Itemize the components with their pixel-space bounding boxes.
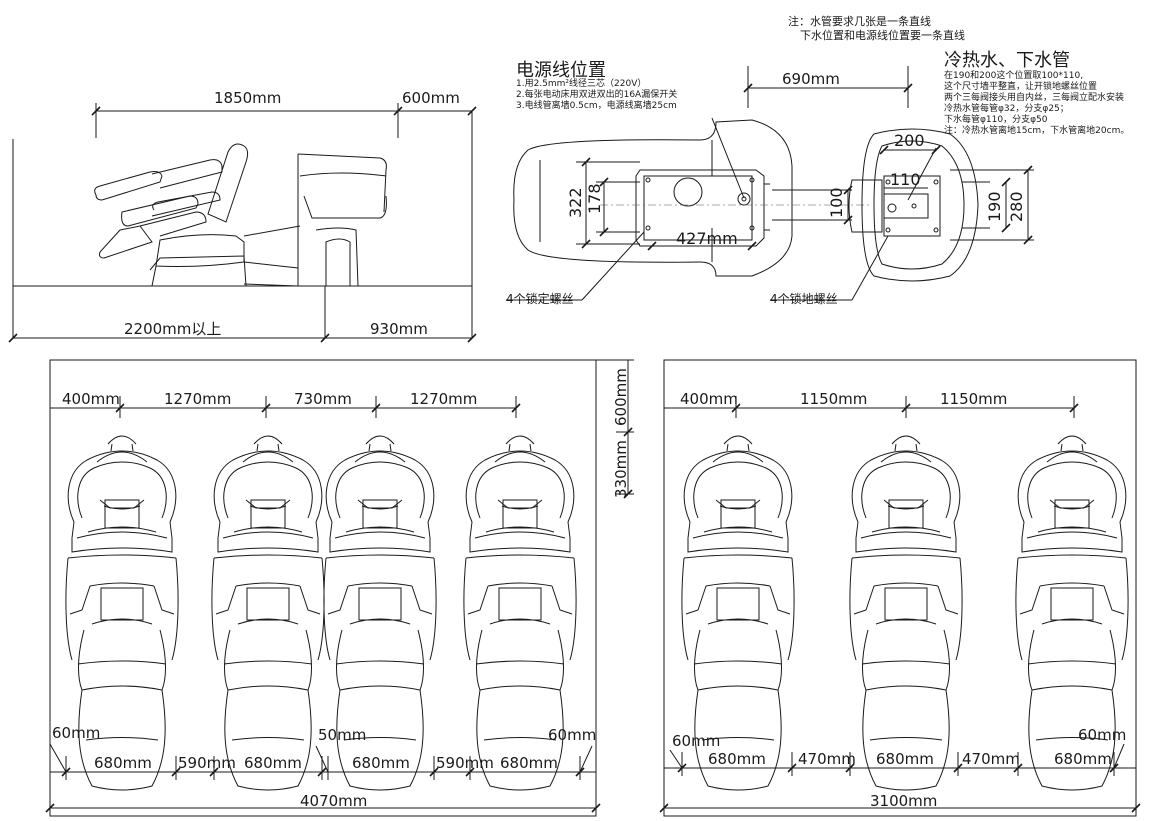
left-bottom-680-3: 680mm [352,754,410,772]
plan-dim-190: 190 [985,191,1004,222]
power-item-2: 2.每张电动床用双进双出的16A漏保开关 [516,88,677,100]
left-dim-60-a: 60mm [52,724,100,742]
right-bottom-470-1: 470mm [798,750,856,768]
plan-dim-280: 280 [1007,191,1026,222]
right-dim-1150-b: 1150mm [940,390,1007,408]
left-bottom-680-4: 680mm [500,754,558,772]
right-bottom-680-2: 680mm [876,750,934,768]
power-title: 电源线位置 [516,60,606,81]
left-dim-1270-a: 1270mm [164,390,231,408]
plan-dim-690: 690mm [782,70,840,88]
left-bottom-680-1: 680mm [94,754,152,772]
left-total: 4070mm [300,792,367,810]
water-title: 冷热水、下水管 [944,50,1070,71]
right-bottom-680-1: 680mm [708,750,766,768]
label-floor-screws: 4个锁地螺丝 [770,291,838,306]
right-total: 3100mm [870,792,937,810]
plan-view: 电源线位置 1.用2.5mm²线径三芯（220V） 2.每张电动床用双进双出的1… [506,50,1129,306]
side-view: 1850mm 600mm 2200mm以上 930mm [8,89,477,343]
side-dim-1850: 1850mm [214,89,281,107]
note-line-1: 注：水管要求几张是一条直线 [788,14,931,28]
layout-right: 400mm 1150mm 1150mm 60mm 60mm 680mm 470m… [659,359,1141,817]
side-dim-930: 930mm [370,320,428,338]
plan-dim-100: 100 [827,187,846,218]
right-dim-60-a: 60mm [672,732,720,750]
left-bottom-590-1: 590mm [178,754,236,772]
water-item-1: 在190和200这个位置取100*110, [944,69,1083,81]
left-dim-600: 600mm [612,368,630,426]
plan-dim-178: 178 [585,183,604,214]
label-lock-screws: 4个锁定螺丝 [506,291,574,306]
right-bottom-470-2: 470mm [962,750,1020,768]
side-dim-2200: 2200mm以上 [124,320,221,338]
left-dim-330: 330mm [612,440,630,498]
right-dim-60-b: 60mm [1078,726,1126,744]
layout-left: 400mm 1270mm 730mm 1270mm 600mm 330mm 60… [45,359,634,817]
right-dim-400: 400mm [680,390,738,408]
right-bottom-680-3: 680mm [1054,750,1112,768]
water-item-6: 注：冷热水管离地15cm，下水管离地20cm。 [944,124,1129,136]
left-dim-730: 730mm [294,390,352,408]
left-dim-1270-b: 1270mm [410,390,477,408]
water-item-4: 冷热水管每管φ32，分支φ25； [944,102,1069,114]
plan-dim-110: 110 [890,170,921,189]
side-dim-600: 600mm [402,89,460,107]
water-item-2: 这个尺寸墙平整直，让开锁地螺丝位置 [944,80,1097,92]
plan-dim-322: 322 [566,187,585,218]
water-item-3: 两个三每阀接头用自内丝，三每阀立配水安装 [944,91,1124,103]
power-item-3: 3.电线管离墙0.5cm，电源线离墙25cm [516,99,677,111]
power-item-1: 1.用2.5mm²线径三芯（220V） [516,77,646,89]
left-bottom-680-2: 680mm [244,754,302,772]
left-dim-400: 400mm [62,390,120,408]
note-line-2: 下水位置和电源线位置要一条直线 [800,28,965,42]
right-dim-1150-a: 1150mm [800,390,867,408]
plan-dim-200: 200 [894,131,925,150]
left-dim-60-b: 60mm [548,726,596,744]
water-item-5: 下水每管φ110，分支φ50 [944,113,1048,125]
left-bottom-590-2: 590mm [436,754,494,772]
plan-dim-427: 427mm [676,229,738,248]
left-dim-50: 50mm [318,726,366,744]
